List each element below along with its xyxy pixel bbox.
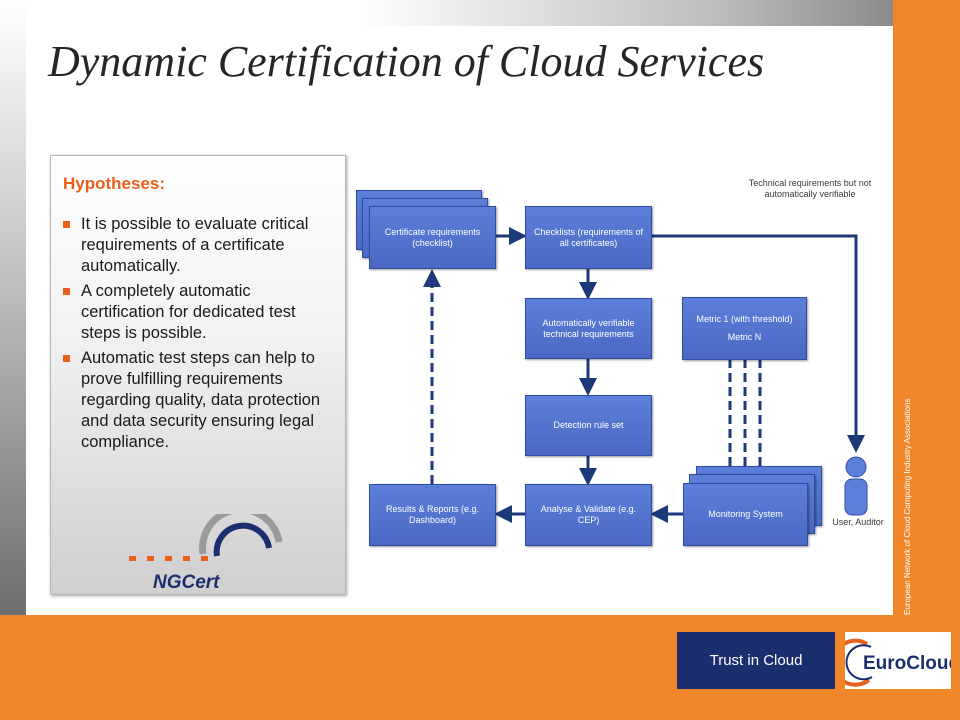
user-auditor-label: User, Auditor xyxy=(832,517,884,527)
certificate-requirements-box: Certificate requirements (checklist) xyxy=(369,206,496,269)
hypotheses-list: It is possible to evaluate critical requ… xyxy=(63,214,333,457)
hypotheses-panel: Hypotheses: It is possible to evaluate c… xyxy=(50,155,346,595)
eurocloud-logo: EuroCloud xyxy=(831,632,960,689)
square-bullet-icon xyxy=(63,288,70,295)
technical-requirements-label: Technical requirements but not automatic… xyxy=(748,178,872,199)
left-gradient-band xyxy=(0,0,26,615)
user-icon xyxy=(844,456,868,516)
results-reports-box: Results & Reports (e.g. Dashboard) xyxy=(369,484,496,546)
hypothesis-item: A completely automatic certification for… xyxy=(63,281,333,344)
metric-1-label: Metric 1 (with threshold) xyxy=(696,314,793,324)
hypotheses-title: Hypotheses: xyxy=(63,174,166,193)
metric-box: Metric 1 (with threshold) Metric N xyxy=(682,297,807,360)
hypothesis-text: Automatic test steps can help to prove f… xyxy=(81,349,321,451)
slide-title: Dynamic Certification of Cloud Services xyxy=(48,37,765,86)
hypothesis-item: It is possible to evaluate critical requ… xyxy=(63,214,333,277)
trust-in-cloud-badge: Trust in Cloud xyxy=(677,632,835,689)
monitoring-system-box: Monitoring System xyxy=(683,483,808,546)
eurocloud-logo-text: EuroCloud xyxy=(863,653,951,674)
square-bullet-icon xyxy=(63,355,70,362)
right-orange-band xyxy=(893,0,960,720)
hypothesis-item: Automatic test steps can help to prove f… xyxy=(63,348,333,453)
metric-n-label: Metric N xyxy=(727,332,762,342)
hypothesis-text: It is possible to evaluate critical requ… xyxy=(81,215,309,275)
ngcert-logo-text: NGCert xyxy=(153,572,220,590)
arrow-checklists-to-user xyxy=(651,234,865,453)
detection-rule-set-box: Detection rule set xyxy=(525,395,652,456)
ngcert-logo: NGCert xyxy=(129,514,283,590)
square-bullet-icon xyxy=(63,221,70,228)
analyse-validate-box: Analyse & Validate (e.g. CEP) xyxy=(525,484,652,546)
auto-requirements-box: Automatically verifiable technical requi… xyxy=(525,298,652,359)
checklists-box: Checklists (requirements of all certific… xyxy=(525,206,652,269)
hypothesis-text: A completely automatic certification for… xyxy=(81,282,296,342)
top-gradient-band xyxy=(0,0,893,26)
